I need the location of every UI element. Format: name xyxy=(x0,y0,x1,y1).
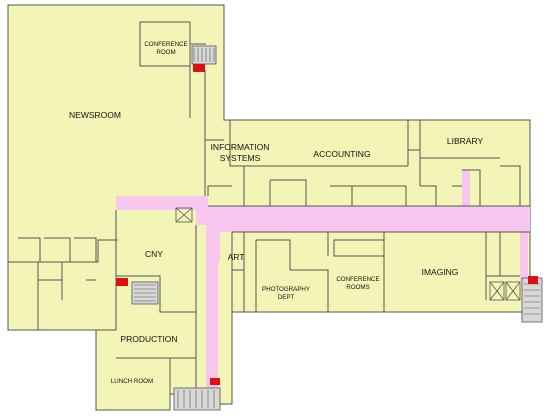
room-walls xyxy=(8,21,530,394)
stairwell-bottom xyxy=(173,387,221,411)
corridor-spur-library xyxy=(462,170,470,208)
elevator-shafts xyxy=(175,207,521,301)
corridor-spur-east xyxy=(520,230,528,282)
elevator-east-1 xyxy=(489,281,505,301)
label-cny: CNY xyxy=(145,249,163,259)
label-newsroom: NEWSROOM xyxy=(69,110,121,120)
label-production: PRODUCTION xyxy=(120,334,177,344)
elevator-cny xyxy=(175,207,193,223)
elevator-east-2 xyxy=(505,281,521,301)
label-art: ART xyxy=(228,252,245,262)
exit-marker-bottom xyxy=(210,378,220,385)
stairwell-east xyxy=(521,277,543,323)
main-corridor xyxy=(116,196,530,392)
exit-marker-top xyxy=(193,64,205,72)
stairwell-top xyxy=(191,45,217,65)
label-accounting: ACCOUNTING xyxy=(313,149,370,159)
stairwells xyxy=(131,45,543,411)
label-imaging: IMAGING xyxy=(422,267,459,277)
exit-marker-cny xyxy=(116,278,128,286)
exit-marker-east xyxy=(528,276,538,284)
label-library: LIBRARY xyxy=(447,136,484,146)
label-lunch-room: LUNCH ROOM xyxy=(111,378,153,385)
exit-markers xyxy=(116,64,538,385)
